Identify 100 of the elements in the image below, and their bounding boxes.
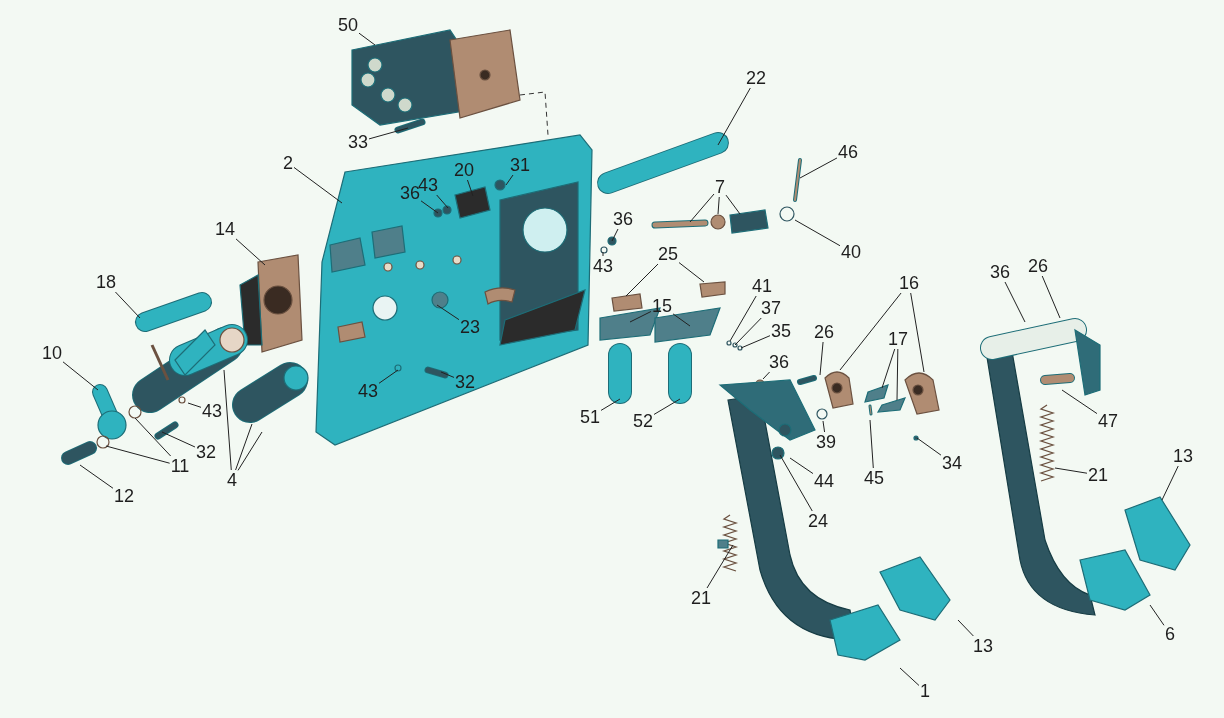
callout-number: 36 [989,262,1011,282]
callout-number: 10 [41,343,63,363]
leader-line [672,313,691,327]
callout-number: 52 [632,411,654,431]
leader-line [653,398,681,415]
leader-line [368,127,409,140]
leader-line [187,402,202,408]
callout-number: 1 [919,681,931,701]
leader-line [134,417,172,457]
leader-line [235,423,253,471]
callout-number: 21 [1087,465,1109,485]
callout-number: 11 [169,456,191,476]
leader-line [822,420,826,433]
callout-number: 37 [760,298,782,318]
callout-number: 16 [898,273,920,293]
leader-line [740,335,771,349]
leader-line [1004,281,1026,323]
leader-line [819,341,824,376]
leader-line [105,445,171,464]
callout-number: 23 [459,317,481,337]
leader-line [611,228,619,242]
leader-line [600,398,621,411]
leader-line [420,200,439,214]
callout-number: 36 [768,352,790,372]
callout-number: 41 [751,276,773,296]
callout-number: 21 [690,588,712,608]
leader-line [629,311,652,323]
leader-line [378,369,399,384]
callout-number: 50 [337,15,359,35]
leader-line [161,431,196,448]
callout-number: 43 [592,256,614,276]
callout-number: 43 [357,381,379,401]
callout-number: 22 [745,68,767,88]
leader-line [358,32,376,46]
leader-line [910,292,925,373]
leader-line [1054,467,1088,474]
callout-number: 24 [807,511,829,531]
leader-line [706,544,734,589]
leader-line [678,262,705,283]
leader-line [717,87,751,146]
leader-line [293,166,343,204]
callout-number: 14 [214,219,236,239]
callout-number: 18 [95,272,117,292]
leader-line [1041,275,1061,319]
leader-line [602,251,604,257]
callout-number: 32 [195,442,217,462]
callout-number: 35 [770,321,792,341]
leader-line [466,179,474,197]
leader-line [881,348,896,389]
leader-line [799,157,838,179]
leader-line [237,431,263,471]
leader-line [625,263,659,297]
callout-number: 39 [815,432,837,452]
callout-number: 31 [509,155,531,175]
callout-number: 6 [1164,624,1176,644]
leader-line [794,219,841,247]
leader-line [957,619,974,637]
leader-line [436,194,449,209]
callout-number: 15 [651,296,673,316]
callout-number: 13 [972,636,994,656]
leader-line [729,295,757,342]
leader-line [689,193,715,223]
leader-line [1061,389,1098,415]
callout-number: 20 [453,160,475,180]
leader-line [440,371,455,378]
callout-number: 26 [813,322,835,342]
leader-line [896,348,899,401]
callout-number: 47 [1097,411,1119,431]
leader-line [762,371,771,380]
callout-number: 17 [887,329,909,349]
leader-line [779,454,813,512]
callout-number: 25 [657,244,679,264]
callout-number: 26 [1027,256,1049,276]
leader-line [1161,465,1179,501]
callout-number: 46 [837,142,859,162]
callout-number: 43 [201,401,223,421]
callout-number: 34 [941,453,963,473]
callout-number: 4 [226,470,238,490]
callout-number: 2 [282,153,294,173]
callout-number: 32 [454,372,476,392]
leader-line [62,361,99,391]
leader-line [916,437,942,456]
leader-line [1149,604,1165,626]
callout-number: 33 [347,132,369,152]
callout-number: 44 [813,471,835,491]
callout-number: 45 [863,468,885,488]
callout-number: 40 [840,242,862,262]
leader-line [114,291,141,319]
leader-line [839,292,902,371]
leader-line [717,196,720,215]
leader-line [235,238,266,266]
leader-line [436,304,460,321]
leader-line [789,457,814,475]
leader-line [223,369,232,471]
leader-line [869,419,874,469]
callout-number: 36 [612,209,634,229]
leader-line [79,464,114,489]
callout-number: 51 [579,407,601,427]
leader-line [725,194,741,215]
callout-number: 12 [113,486,135,506]
